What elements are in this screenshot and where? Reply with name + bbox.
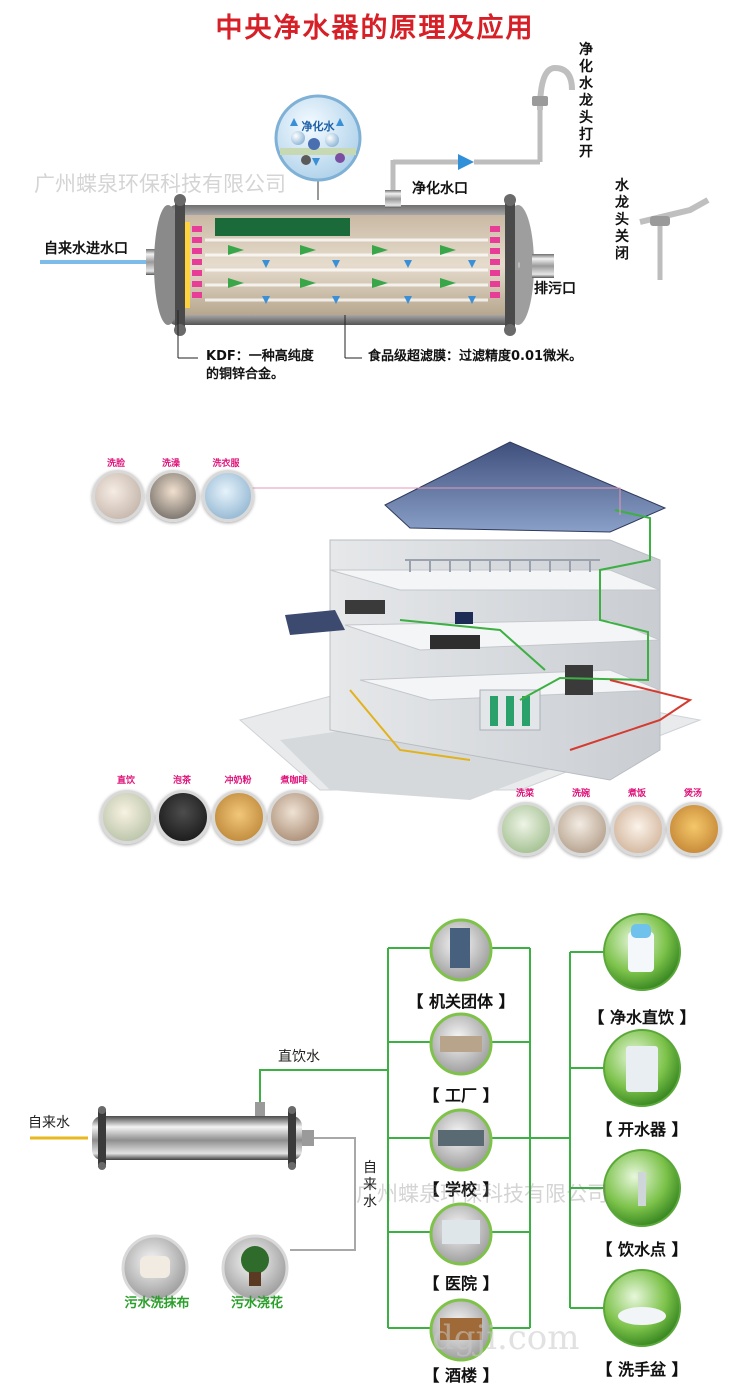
place-label-school: 【 学校 】	[423, 1180, 499, 1199]
membrane-note: 食品级超滤膜：过滤精度0.01微米。	[368, 349, 583, 364]
use-label-laundry: 洗衣服	[212, 459, 240, 469]
house-walls	[329, 539, 661, 781]
tap-water-line	[290, 1137, 356, 1251]
photo-coffee	[268, 790, 322, 844]
photo-wash-face	[92, 470, 144, 522]
end-caps	[192, 226, 500, 298]
place-label-factory: 【 工厂 】	[423, 1086, 499, 1105]
waste-label-cloth: 污水洗抹布	[124, 1296, 190, 1311]
hot-pipe	[569, 679, 693, 751]
outlet-arrow	[458, 154, 474, 170]
faucet-open	[537, 64, 575, 111]
output-label-boiler: 【 开水器 】	[596, 1120, 688, 1139]
waste-label-plant: 污水浇花	[230, 1296, 283, 1311]
kdf-note: KDF：一种高纯度的铜锌合金。	[206, 349, 314, 382]
watermark-site: dgji.com	[432, 1318, 580, 1358]
photo-wash-dish	[555, 802, 609, 856]
place-label-gov: 【 机关团体 】	[407, 992, 515, 1011]
direct-drink-label: 直饮水	[278, 1049, 320, 1065]
purified-pipe	[519, 509, 651, 701]
photo-tea	[156, 790, 210, 844]
photo-cook-rice	[611, 802, 665, 856]
house-diagram	[238, 441, 702, 800]
photo-bath	[147, 470, 199, 522]
tap-water-label: 自来水	[363, 1160, 377, 1210]
magnifier-label: 净化水	[301, 120, 335, 133]
filter-principle-diagram	[40, 64, 710, 359]
use-label-coffee: 煮咖啡	[280, 776, 308, 786]
use-label-tea: 泡茶	[172, 776, 191, 786]
use-label-wash-dish: 洗碗	[571, 789, 590, 799]
output-label-basin: 【 洗手盆 】	[596, 1360, 688, 1379]
photo-soup	[667, 802, 721, 856]
output-label-drink: 【 净水直饮 】	[588, 1008, 696, 1027]
tap-open-label: 净化水龙头打开	[579, 42, 593, 160]
tap-closed-label: 水龙头关闭	[615, 178, 629, 262]
source-label: 自来水	[28, 1115, 70, 1131]
use-label-cook-rice: 煮饭	[627, 789, 646, 799]
purified-outlet-label: 净化水口	[412, 181, 468, 197]
application-tree	[30, 913, 681, 1362]
tap-pipe	[349, 689, 471, 761]
use-label-soup: 煲汤	[683, 789, 702, 799]
house-roof	[384, 441, 667, 533]
direct-drink-line	[259, 1069, 388, 1102]
drain-pipe	[532, 254, 554, 278]
use-label-wash-veg: 洗菜	[515, 789, 534, 799]
magnifier	[274, 94, 362, 182]
output-label-water-point: 【 饮水点 】	[596, 1240, 688, 1259]
inlet-label: 自来水进水口	[44, 241, 128, 257]
photo-milk	[212, 790, 266, 844]
page-title: 中央净水器的原理及应用	[215, 13, 535, 44]
watermark-top: 广州蝶泉环保科技有限公司	[34, 172, 286, 196]
drain-label: 排污口	[534, 281, 576, 297]
flow-arrows	[228, 245, 456, 288]
photo-laundry	[202, 470, 254, 522]
place-label-restaurant: 【 酒楼 】	[423, 1366, 499, 1385]
photo-wash-veg	[499, 802, 553, 856]
filter-tank	[92, 1116, 302, 1160]
use-label-wash-face: 洗脸	[106, 459, 125, 469]
use-label-drink: 直饮	[116, 776, 135, 786]
photo-drink	[100, 790, 154, 844]
filtrate-arrows	[262, 260, 476, 304]
use-label-bath: 洗澡	[161, 459, 180, 469]
watermark-bottom: 广州蝶泉环保科技有限公司	[356, 1182, 608, 1206]
use-label-milk: 冲奶粉	[224, 776, 252, 786]
place-label-hospital: 【 医院 】	[423, 1274, 499, 1293]
